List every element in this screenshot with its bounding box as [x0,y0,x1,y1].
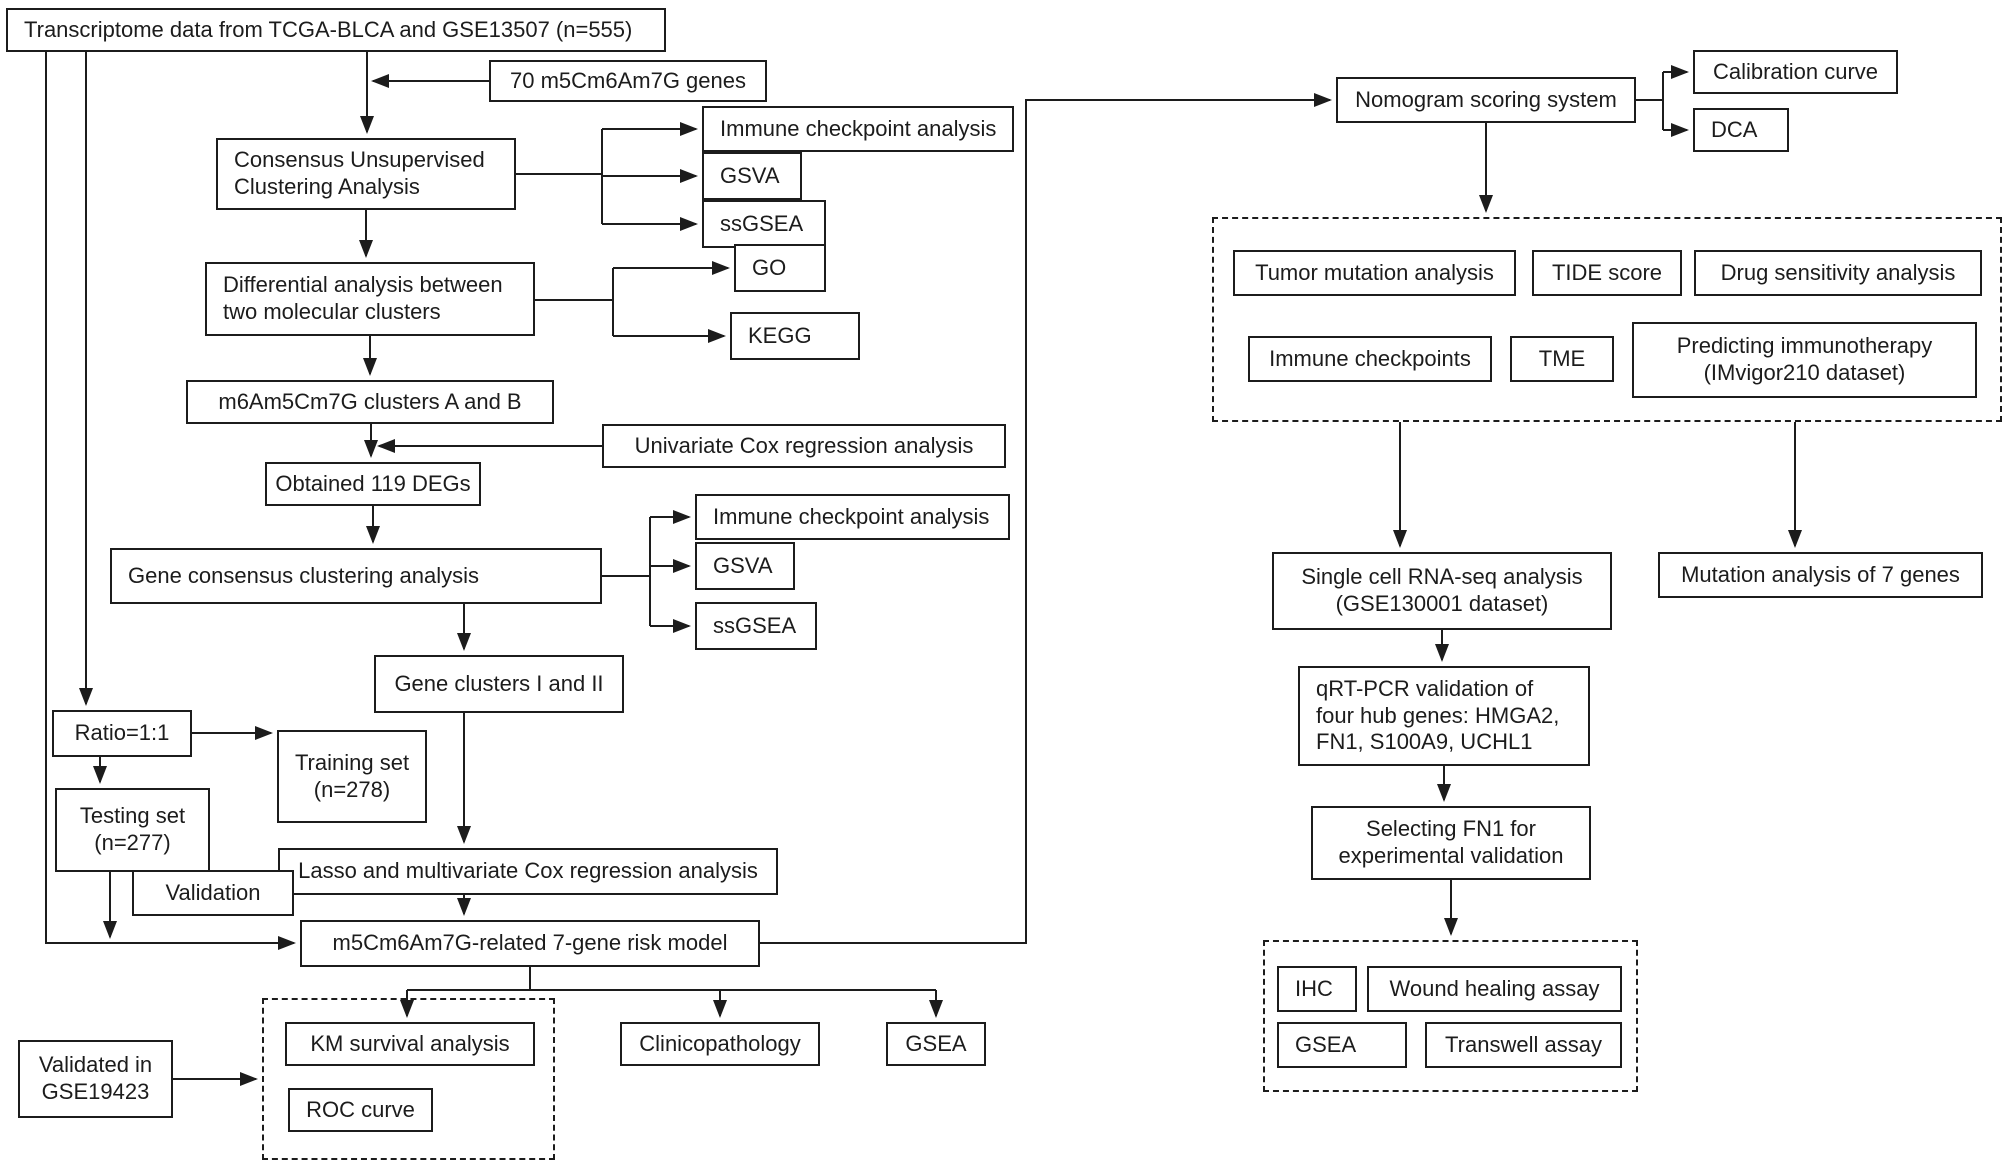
arrow-transcriptome-to-riskmodel [45,52,296,950]
box-drug-sensitivity: Drug sensitivity analysis [1694,250,1982,296]
box-validation: Validation [132,870,294,916]
box-m6am5cm7g-clusters: m6Am5Cm7G clusters A and B [186,380,554,424]
box-consensus-unsupervised-clustering: Consensus Unsupervised Clustering Analys… [216,138,516,210]
box-tumor-mutation-analysis: Tumor mutation analysis [1233,250,1516,296]
box-gsea-experiment: GSEA [1277,1022,1407,1068]
box-testing-set: Testing set (n=277) [55,788,210,872]
box-differential-analysis: Differential analysis between two molecu… [205,262,535,336]
box-lasso-multivariate-cox: Lasso and multivariate Cox regression an… [278,848,778,895]
box-selecting-fn1: Selecting FN1 for experimental validatio… [1311,806,1591,880]
box-immune-checkpoint-analysis-1: Immune checkpoint analysis [702,106,1014,152]
box-mutation-analysis-7-genes: Mutation analysis of 7 genes [1658,552,1983,598]
box-single-cell-rnaseq: Single cell RNA-seq analysis (GSE130001 … [1272,552,1612,630]
box-immune-checkpoints: Immune checkpoints [1248,336,1492,382]
box-go: GO [734,244,826,292]
box-gsva-2: GSVA [695,542,795,590]
box-gsea-risk: GSEA [886,1022,986,1066]
box-roc-curve: ROC curve [288,1088,433,1132]
group-immunotherapy-dashed [1212,217,2002,422]
box-risk-model: m5Cm6Am7G-related 7-gene risk model [300,920,760,967]
box-obtained-119-degs: Obtained 119 DEGs [265,462,481,506]
box-km-survival-analysis: KM survival analysis [285,1022,535,1066]
box-70-m5cm6am7g-genes: 70 m5Cm6Am7G genes [489,60,767,102]
box-transwell-assay: Transwell assay [1425,1022,1622,1068]
box-dca: DCA [1693,108,1789,152]
box-qrt-pcr: qRT-PCR validation of four hub genes: HM… [1298,666,1590,766]
box-wound-healing-assay: Wound healing assay [1367,966,1622,1012]
box-gsva-1: GSVA [702,152,802,200]
box-clinicopathology: Clinicopathology [620,1022,820,1066]
box-ssgsea-2: ssGSEA [695,602,817,650]
box-tide-score: TIDE score [1532,250,1682,296]
box-univariate-cox: Univariate Cox regression analysis [602,424,1006,468]
box-gene-clusters: Gene clusters I and II [374,655,624,713]
box-validated-gse19423: Validated in GSE19423 [18,1040,173,1118]
box-ratio: Ratio=1:1 [52,710,192,757]
arrow-riskmodel-to-nomogram [760,93,1332,944]
box-training-set: Training set (n=278) [277,730,427,823]
box-calibration-curve: Calibration curve [1693,50,1898,94]
box-predicting-immunotherapy: Predicting immunotherapy (IMvigor210 dat… [1632,322,1977,398]
box-tme: TME [1510,336,1614,382]
box-gene-consensus-clustering: Gene consensus clustering analysis [110,548,602,604]
box-ihc: IHC [1277,966,1357,1012]
box-ssgsea-1: ssGSEA [702,200,826,248]
box-nomogram: Nomogram scoring system [1336,77,1636,123]
box-kegg: KEGG [730,312,860,360]
box-transcriptome-data: Transcriptome data from TCGA-BLCA and GS… [6,8,666,52]
group-survival-dashed [262,998,555,1160]
box-immune-checkpoint-analysis-2: Immune checkpoint analysis [695,494,1010,540]
group-experiment-dashed [1263,940,1638,1092]
